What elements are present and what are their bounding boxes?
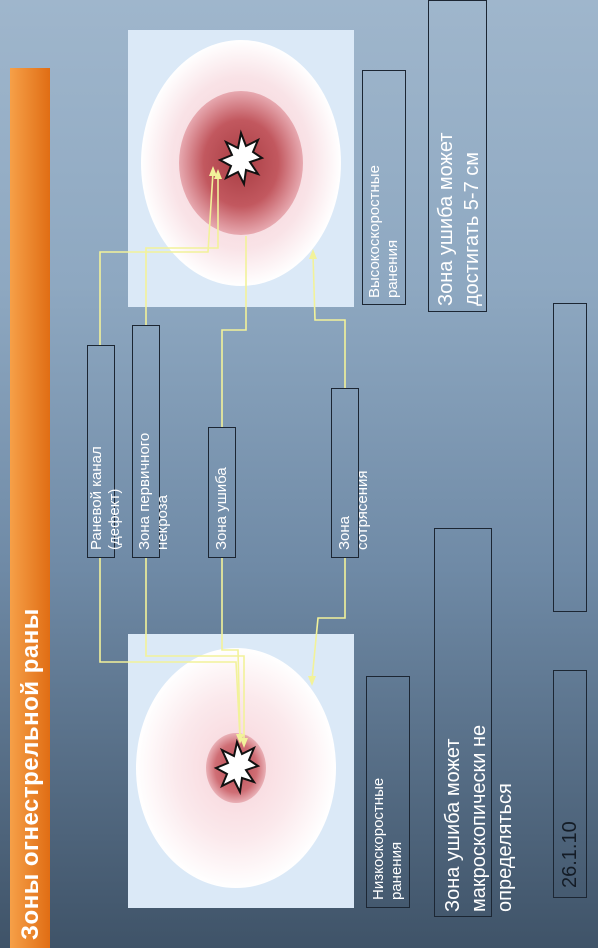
slide-date: 26.1.10: [559, 821, 581, 888]
leader-lines: [99, 171, 346, 742]
wound-canal-icon: [217, 129, 265, 188]
necrosis-box: [132, 325, 160, 558]
date-box: [553, 670, 587, 898]
wound-canal-label: Раневой канал (дефект): [88, 446, 123, 550]
high-velocity-box: [362, 70, 406, 305]
empty-placeholder-box: [553, 303, 587, 612]
wound-canal-icon: [213, 738, 261, 796]
arrowheads: [209, 166, 317, 748]
high-velocity-note-box: [428, 0, 487, 312]
necrosis-label: Зона первичного некроза: [136, 432, 171, 550]
wound-canal-box: [87, 345, 115, 558]
low-velocity-note-box: [434, 528, 492, 917]
low-velocity-note: Зона ушиба может макроскопически не опре…: [442, 724, 516, 912]
low-velocity-label: Низкоскоростные ранения: [370, 777, 405, 900]
low-velocity-wound: [136, 648, 336, 888]
contusion-box: [208, 427, 236, 558]
high-velocity-label: Высокоскоростные ранения: [366, 165, 401, 298]
commotion-label: Зона сотрясения: [336, 470, 371, 550]
high-velocity-wound: [141, 40, 341, 286]
low-velocity-box: [366, 676, 410, 908]
high-velocity-note: Зона ушиба может достигать 5-7 см: [435, 132, 483, 306]
commotion-box: [331, 388, 359, 558]
contusion-label: Зона ушиба: [213, 467, 230, 550]
title-bar: [10, 68, 50, 948]
